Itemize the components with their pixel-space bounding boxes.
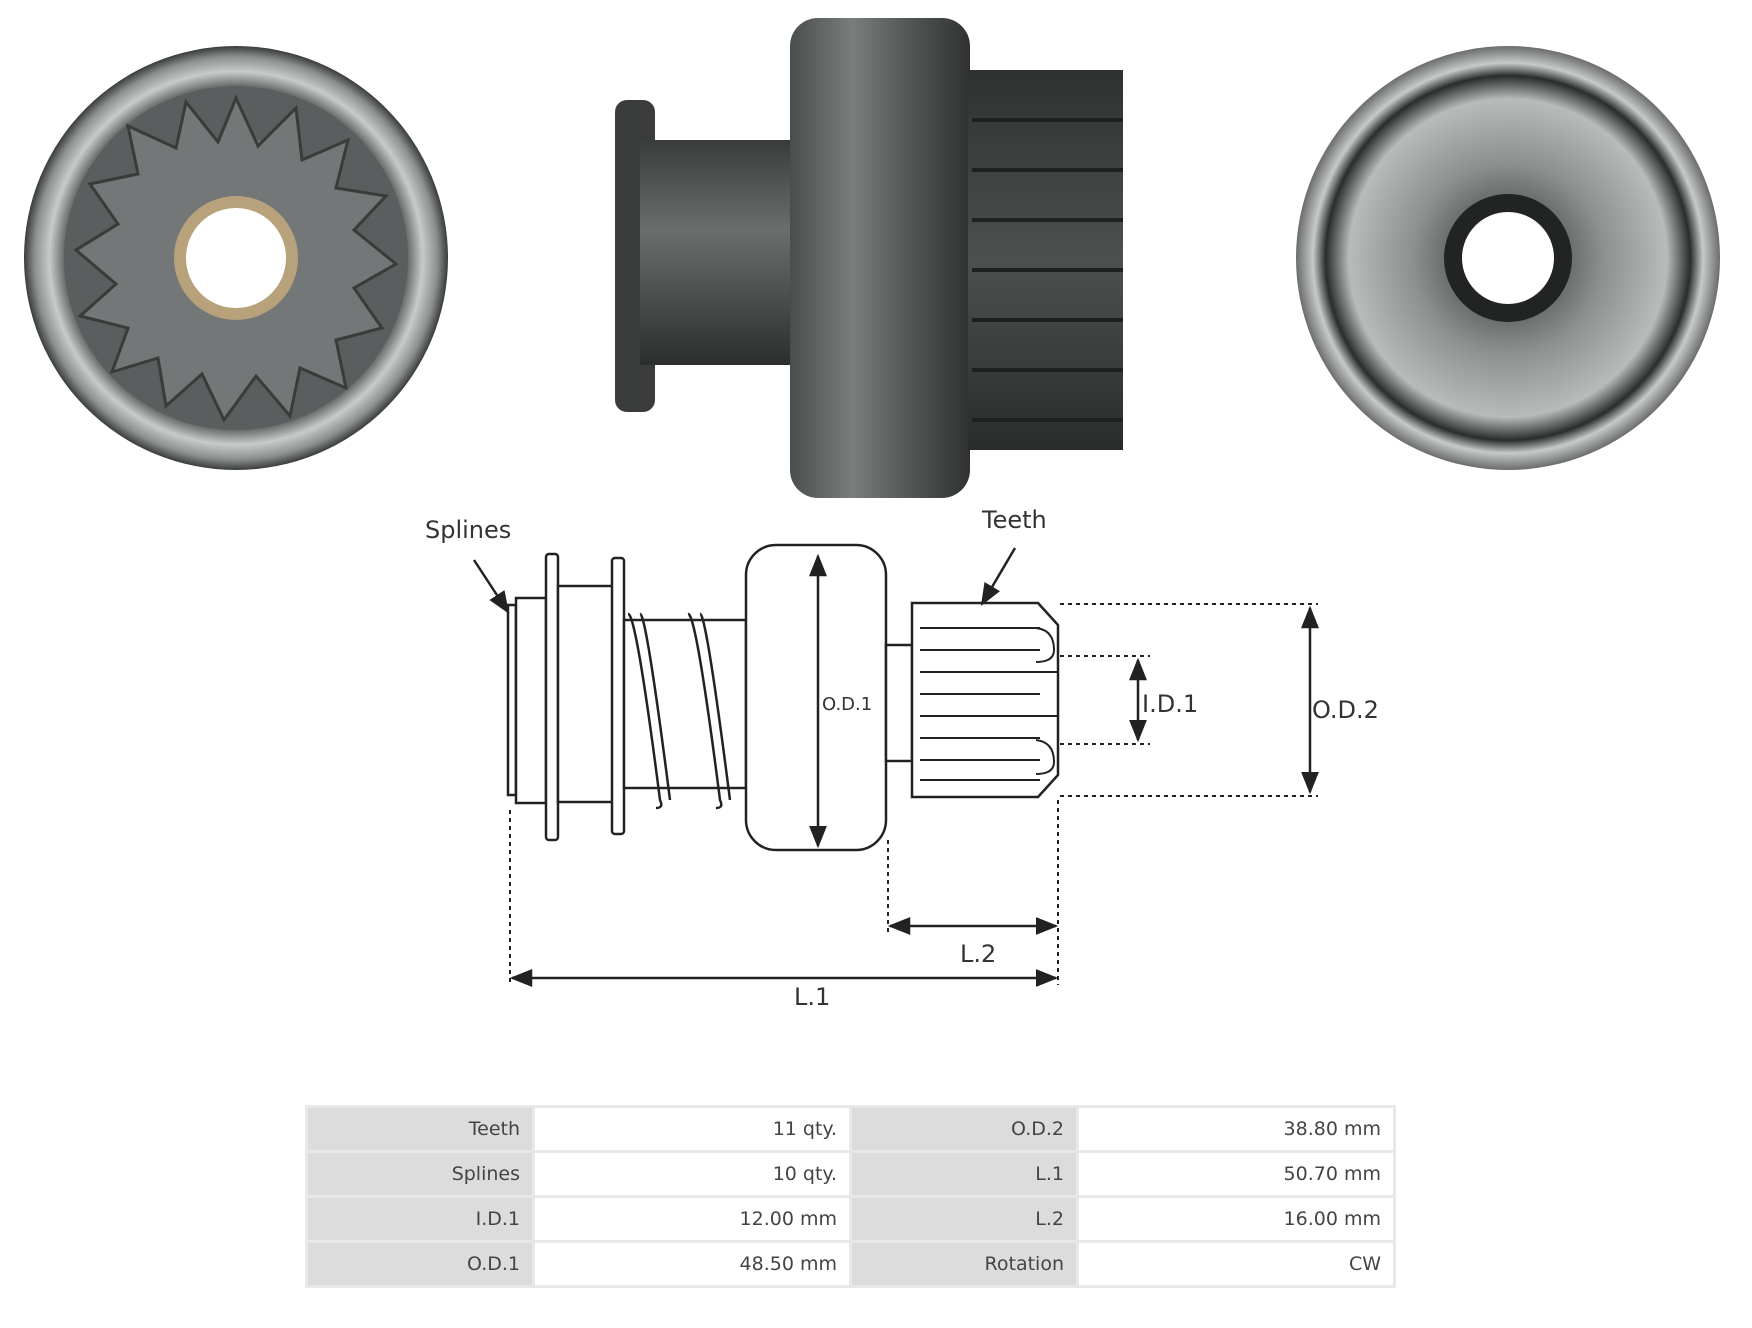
table-row: Teeth 11 qty. O.D.2 38.80 mm: [308, 1108, 1393, 1150]
side-view-photo: [615, 18, 1123, 498]
spec-label: O.D.1: [308, 1243, 532, 1285]
label-teeth: Teeth: [981, 506, 1047, 534]
spec-label: I.D.1: [308, 1198, 532, 1240]
table-row: O.D.1 48.50 mm Rotation CW: [308, 1243, 1393, 1285]
spec-value: 12.00 mm: [535, 1198, 849, 1240]
label-id1: I.D.1: [1142, 690, 1198, 718]
spec-value: 16.00 mm: [1079, 1198, 1393, 1240]
spec-value: 48.50 mm: [535, 1243, 849, 1285]
spec-value: 38.80 mm: [1079, 1108, 1393, 1150]
label-l2: L.2: [960, 940, 996, 968]
spec-label: L.2: [852, 1198, 1076, 1240]
front-view-photo: [1296, 46, 1720, 470]
spec-label: Splines: [308, 1153, 532, 1195]
label-od2: O.D.2: [1312, 696, 1379, 724]
spec-table: Teeth 11 qty. O.D.2 38.80 mm Splines 10 …: [305, 1105, 1396, 1288]
spec-value: 10 qty.: [535, 1153, 849, 1195]
spec-label: Teeth: [308, 1108, 532, 1150]
spec-value: 50.70 mm: [1079, 1153, 1393, 1195]
technical-drawing: [472, 543, 1319, 987]
label-splines: Splines: [425, 516, 511, 544]
spec-value: CW: [1079, 1243, 1393, 1285]
spec-value: 11 qty.: [535, 1108, 849, 1150]
spec-label: O.D.2: [852, 1108, 1076, 1150]
rear-view-photo: [24, 46, 448, 470]
label-od1: O.D.1: [822, 694, 872, 715]
spec-label: L.1: [852, 1153, 1076, 1195]
table-row: I.D.1 12.00 mm L.2 16.00 mm: [308, 1198, 1393, 1240]
label-l1: L.1: [794, 983, 830, 1011]
table-row: Splines 10 qty. L.1 50.70 mm: [308, 1153, 1393, 1195]
spec-label: Rotation: [852, 1243, 1076, 1285]
